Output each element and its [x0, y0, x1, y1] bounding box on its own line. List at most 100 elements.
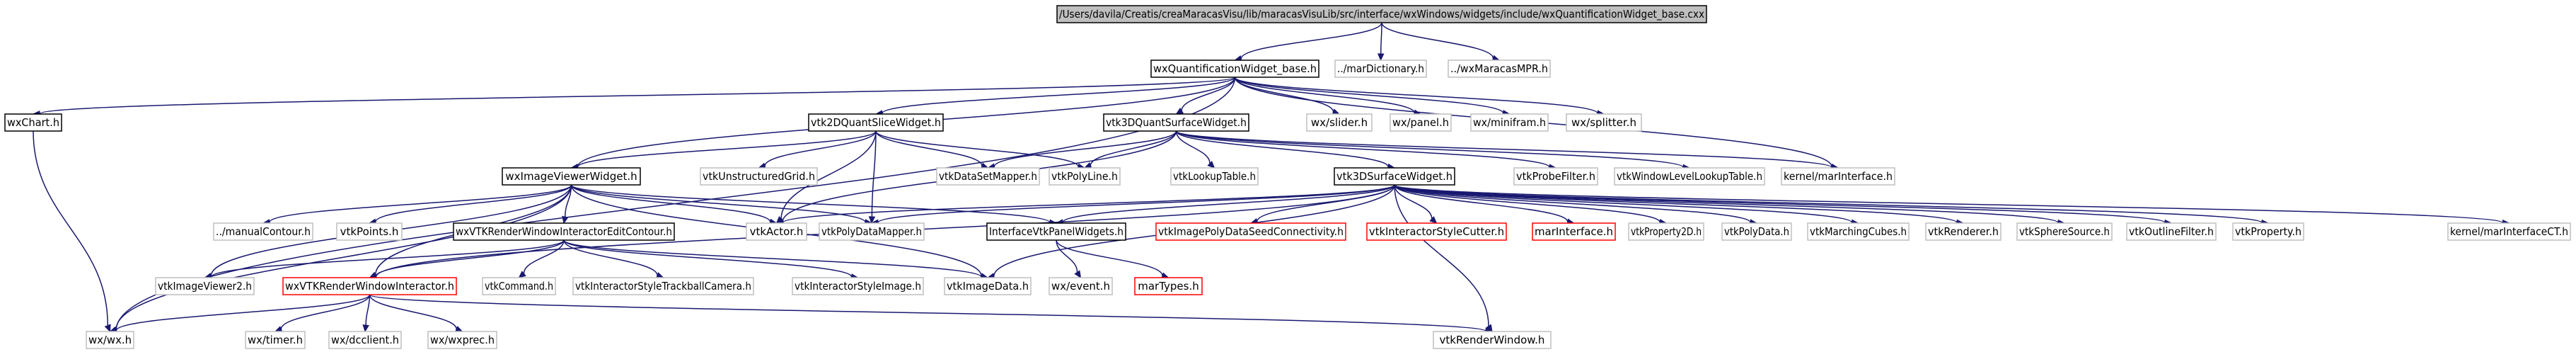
edge-v3ds-to-vrw — [1394, 184, 1493, 333]
node-wvrwiec[interactable]: wxVTKRenderWindowInteractorEditContour.h — [453, 222, 675, 241]
node-ivpw[interactable]: InterfaceVtkPanelWidgets.h — [986, 222, 1126, 241]
node-v3dq[interactable]: vtk3DQuantSurfaceWidget.h — [1103, 113, 1249, 132]
node-box — [328, 331, 402, 349]
node-box — [1390, 113, 1452, 132]
edge-v3ds-to-kmict — [1394, 184, 2510, 227]
node-label: vtkPolyLine.h — [1051, 170, 1118, 183]
node-box — [4, 113, 62, 132]
edge-wvrwiec-to-viv2 — [204, 239, 565, 280]
node-martypes: marTypes.h — [1134, 277, 1203, 295]
node-box — [1781, 167, 1895, 186]
edge-v2dq-to-vpdm — [868, 130, 877, 225]
node-wiv[interactable]: wxImageViewerWidget.h — [502, 167, 641, 186]
node-label: vtkRenderer.h — [1928, 225, 1999, 238]
node-box — [808, 113, 944, 132]
node-box — [1056, 5, 1707, 23]
node-label: wx/slider.h — [1311, 116, 1368, 129]
node-mcont: ../manualContour.h — [213, 222, 313, 241]
node-box — [427, 331, 497, 349]
node-wxslider: wx/slider.h — [1306, 113, 1373, 132]
node-box — [336, 222, 403, 241]
node-wxpanel: wx/panel.h — [1390, 113, 1452, 132]
node-box — [245, 331, 306, 349]
node-v2dq[interactable]: vtk2DQuantSliceWidget.h — [808, 113, 944, 132]
node-label: kernel/marInterfaceCT.h — [2450, 225, 2568, 238]
node-box — [2016, 222, 2113, 241]
node-label: vtkImageData.h — [947, 280, 1029, 293]
node-vwllt: vtkWindowLevelLookupTable.h — [1614, 167, 1765, 186]
node-v3ds[interactable]: vtk3DSurfaceWidget.h — [1334, 167, 1455, 186]
node-label: vtkPoints.h — [340, 225, 399, 238]
node-vpdm: vtkPolyDataMapper.h — [819, 222, 925, 241]
node-kmict: kernel/marInterfaceCT.h — [2447, 222, 2571, 241]
node-label: vtkImagePolyDataSeedConnectivity.h — [1158, 225, 1344, 238]
node-label: vtkInteractorStyleImage.h — [795, 280, 921, 293]
node-label: vtkDataSetMapper.h — [939, 170, 1037, 183]
node-label: wx/dcclient.h — [331, 334, 399, 346]
node-label: vtkActor.h — [750, 225, 804, 238]
node-vactor: vtkActor.h — [746, 222, 807, 241]
node-box — [1566, 113, 1642, 132]
node-label: vtkSphereSource.h — [2019, 225, 2110, 238]
edge-wiv-to-vactor — [570, 184, 778, 225]
node-vp2d: vtkProperty2D.h — [1628, 222, 1704, 241]
node-box — [282, 277, 457, 295]
node-box — [1049, 277, 1113, 295]
node-box — [936, 167, 1040, 186]
node-marint: marInterface.h — [1532, 222, 1616, 241]
edge-wxchart-to-wxwx — [33, 130, 111, 333]
node-label: wxImageViewerWidget.h — [505, 170, 637, 183]
edge-v3dq-to-vlt — [1175, 130, 1215, 169]
node-vss: vtkSphereSource.h — [2016, 222, 2113, 241]
node-label: ../marDictionary.h — [1337, 62, 1424, 75]
node-box — [1049, 167, 1121, 186]
node-vlt: vtkLookupTable.h — [1170, 167, 1259, 186]
node-vpoints: vtkPoints.h — [336, 222, 403, 241]
edge-v3ds-to-vmc — [1394, 184, 1859, 226]
node-label: vtkUnstructuredGrid.h — [703, 170, 815, 183]
node-vdsm: vtkDataSetMapper.h — [936, 167, 1040, 186]
node-label: wx/panel.h — [1392, 116, 1449, 129]
node-wxchart[interactable]: wxChart.h — [4, 113, 62, 132]
node-box — [986, 222, 1126, 241]
edge-v3ds-to-visc — [1394, 184, 1438, 224]
node-visc: vtkInteractorStyleCutter.h — [1366, 222, 1507, 241]
node-box — [1170, 167, 1259, 186]
node-label: vtk3DQuantSurfaceWidget.h — [1106, 116, 1247, 129]
node-label: wx/minifram.h — [1473, 116, 1546, 129]
node-wxmmpr: ../wxMaracasMPR.h — [1448, 60, 1551, 78]
node-label: marTypes.h — [1138, 280, 1199, 293]
node-box — [1614, 167, 1765, 186]
node-box — [1470, 113, 1549, 132]
node-wqwb[interactable]: wxQuantificationWidget_base.h — [1150, 60, 1319, 78]
edge-root-to-wqwb — [1234, 22, 1382, 62]
node-label: wx/wx.h — [88, 334, 132, 346]
node-label: InterfaceVtkPanelWidgets.h — [989, 225, 1124, 238]
node-label: vtkPolyDataMapper.h — [821, 225, 922, 238]
node-label: kernel/marInterface.h — [1784, 170, 1893, 183]
edge-wvrwiec-to-vid — [563, 239, 989, 280]
node-label: marInterface.h — [1535, 225, 1613, 238]
edge-root-to-wxmmpr — [1381, 22, 1501, 62]
node-label: vtkProperty2D.h — [1631, 225, 1702, 238]
node-box — [1134, 277, 1203, 295]
node-vprop: vtkProperty.h — [2232, 222, 2304, 241]
edge-wiv-to-wxwx — [109, 184, 572, 333]
node-box — [1433, 331, 1552, 349]
node-box — [1448, 60, 1551, 78]
node-label: vtkProperty.h — [2235, 225, 2301, 238]
node-vmc: vtkMarchingCubes.h — [1807, 222, 1910, 241]
node-box — [944, 277, 1032, 295]
node-box — [1150, 60, 1319, 78]
node-wxwx: wx/wx.h — [86, 331, 134, 349]
node-box — [1532, 222, 1616, 241]
node-label: vtkRenderWindow.h — [1440, 334, 1545, 346]
edge-v3ds-to-vpdm — [870, 184, 1395, 227]
edge-v3dq-to-vpf — [1175, 130, 1557, 171]
edge-wqwb-to-wxminifram — [1234, 76, 1511, 117]
node-vpd: vtkPolyData.h — [1721, 222, 1792, 241]
node-box — [453, 222, 675, 241]
node-box — [155, 277, 255, 295]
node-vrw: vtkRenderWindow.h — [1433, 331, 1552, 349]
